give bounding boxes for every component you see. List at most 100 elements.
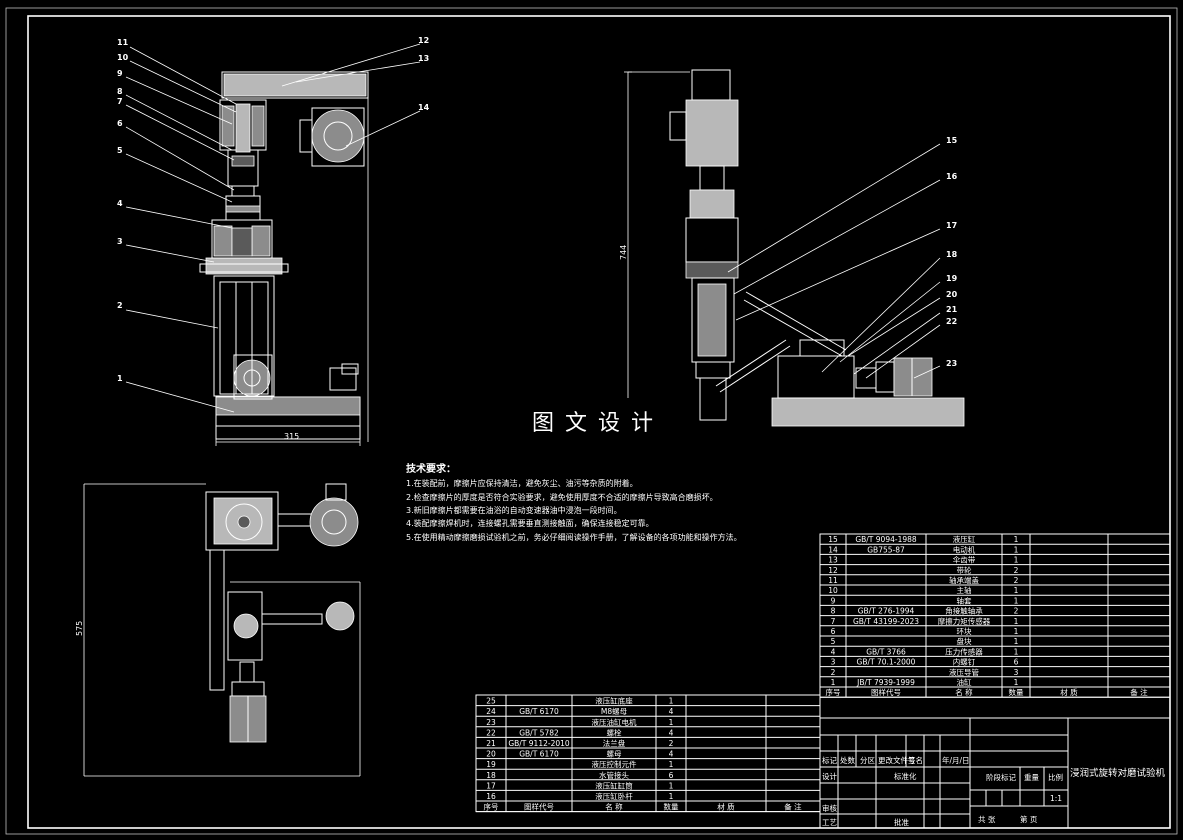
bom-cell: 10 [828,586,838,595]
bom-cell: GB/T 9112-2010 [508,739,570,748]
bom-cell: 1 [1014,596,1019,605]
bom-cell: GB/T 70.1-2000 [857,658,916,667]
front-label: 5 [117,146,123,155]
tb-sheet: 第 页 [1020,814,1038,824]
bom-cell: 7 [831,617,836,626]
bom-header: 数量 [1009,687,1024,697]
bom-cell: 24 [486,707,496,716]
bom-cell: 4 [669,750,674,759]
bom-cell: 1 [1014,545,1019,554]
bom-cell: 1 [1014,627,1019,636]
req-item: 4.装配摩擦焊机时，连接螺孔需要垂直测接触面，确保连接稳定可靠。 [406,518,654,528]
bom-cell: 1 [669,760,674,769]
bom-cell: 压力传感器 [945,646,983,656]
bom-cell: 液压缸缸筒 [595,780,633,790]
bom-cell: 1 [669,792,674,801]
bom-cell: 主轴 [957,585,972,595]
bom-cell: 19 [486,760,496,769]
bom-cell: 4 [831,647,836,656]
bom-cell: GB/T 5782 [519,728,559,737]
side-label: 19 [946,274,958,283]
bom-cell: 8 [831,607,836,616]
bom-cell: 液压油缸电机 [592,717,637,727]
front-label: 11 [117,38,129,47]
front-label: 13 [418,54,429,63]
bom-cell: 水管接头 [599,770,629,780]
side-label: 22 [946,317,957,326]
side-label: 20 [946,290,958,299]
bom-cell: 12 [828,566,838,575]
bom-header: 名 称 [955,687,973,697]
bom-cell: GB/T 3766 [866,647,906,656]
tb-scale: 1:1 [1050,794,1062,803]
front-label: 6 [117,119,123,128]
tb-stage: 阶段标记 [986,772,1016,782]
bom-header: 名 称 [605,802,623,812]
bom-header: 材 质 [717,802,735,812]
drawing-title: 浸润式旋转对磨试验机 [1070,767,1166,779]
bom-cell: 9 [831,596,836,605]
bom-cell: 4 [669,707,674,716]
side-label: 18 [946,250,958,259]
bom-cell: 1 [1014,586,1019,595]
bom-cell: GB/T 6170 [519,750,559,759]
bom-header: 序号 [484,802,499,812]
top-view: 575 [75,483,361,777]
tb-weight: 重量 [1024,773,1040,782]
bom-cell: 17 [486,781,496,790]
bom-cell: GB/T 6170 [519,707,559,716]
bom-cell: 带轮 [957,565,972,575]
dim-height: 744 [619,245,628,260]
req-item: 1.在装配前，摩擦片应保持清洁，避免灰尘、油污等杂质的附着。 [406,478,638,488]
front-label: 8 [117,87,123,96]
watermark: 图 文 设 计 [532,411,655,436]
bom-cell: 2 [1014,566,1019,575]
bom-cell: 电动机 [953,544,976,554]
bom-header: 序号 [826,687,841,697]
tb-role: 标准化 [894,771,917,781]
side-label: 16 [946,172,958,181]
bom-cell: 4 [669,728,674,737]
side-label: 15 [946,136,958,145]
bom-cell: 油缸 [957,677,972,687]
front-label: 1 [117,374,123,383]
tb-sheets: 共 张 [978,815,996,824]
bom-cell: 21 [486,739,496,748]
technical-requirements: 技术要求： 1.在装配前，摩擦片应保持清洁，避免灰尘、油污等杂质的附着。 2.检… [406,462,742,542]
bom-header: 图样代号 [524,802,554,812]
bom-cell: 2 [831,668,836,677]
bom-cell: GB/T 276-1994 [858,607,915,616]
bom-cell: M8螺母 [601,706,628,716]
bom-cell: 6 [831,627,836,636]
front-label: 2 [117,301,123,310]
bom-cell: 11 [828,576,838,585]
side-label: 17 [946,221,957,230]
bom-cell: 14 [828,545,838,554]
bom-cell: 轴承端盖 [949,575,979,585]
tb-mark: 处数 [840,755,855,765]
front-label: 4 [117,199,123,208]
bom-cell: 轴套 [957,595,972,605]
bom-cell: 液压缸 [953,534,976,544]
dim-top: 575 [75,621,84,636]
bom-cell: 18 [486,771,496,780]
title-block: 浸润式旋转对磨试验机 标记 处数 分区 更改文件号 签名 年/月/日 设计 标准… [819,717,1171,829]
bom-cell: 1 [1014,535,1019,544]
bom-cell: 螺母 [607,749,622,759]
req-item: 2.检查摩擦片的厚度是否符合实验要求，避免使用厚度不合适的摩擦片导致高合磨损坏。 [406,492,718,502]
tb-mark: 标记 [822,755,837,765]
bom-cell: 角接触轴承 [945,606,983,616]
bom-header: 材 质 [1060,687,1078,697]
bom-cell: 20 [486,750,496,759]
front-label: 10 [117,53,129,62]
bom-header: 数量 [664,802,679,812]
bom-cell: JB/T 7939-1999 [856,678,915,687]
req-title: 技术要求： [406,462,456,475]
bom-cell: 法兰盘 [603,738,626,748]
tb-role: 工艺 [822,818,837,827]
bom-header: 图样代号 [871,687,901,697]
inner-border [27,15,1171,829]
tb-mark: 年/月/日 [942,755,970,765]
